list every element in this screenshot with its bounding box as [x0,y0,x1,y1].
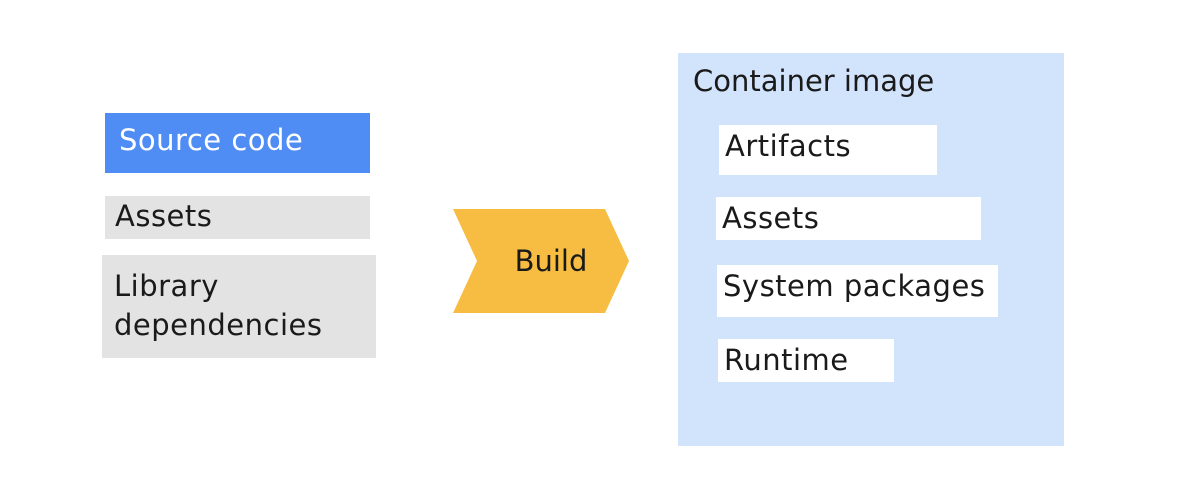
assets-input-box: Assets [105,196,370,239]
build-label-container: Build [453,209,629,313]
library-dependencies-box: Library dependencies [102,255,376,358]
library-dependencies-label-line2: dependencies [114,308,323,342]
artifacts-layer-box: Artifacts [719,125,937,175]
assets-layer-box: Assets [716,197,981,240]
system-packages-layer-label: System packages [723,269,986,303]
library-dependencies-label-line1: Library [114,269,219,303]
source-code-box: Source code [105,113,370,173]
build-chevron-shape [453,209,629,313]
assets-input-label: Assets [115,199,213,233]
container-image-title: Container image [693,64,935,98]
build-label: Build [514,244,588,278]
system-packages-layer-box: System packages [717,265,998,317]
runtime-layer-box: Runtime [718,339,894,382]
build-chevron-polygon [453,209,629,313]
assets-layer-label: Assets [722,201,820,235]
artifacts-layer-label: Artifacts [725,129,852,163]
source-code-label: Source code [119,123,304,157]
runtime-layer-label: Runtime [724,343,849,377]
container-image-box [678,53,1064,446]
